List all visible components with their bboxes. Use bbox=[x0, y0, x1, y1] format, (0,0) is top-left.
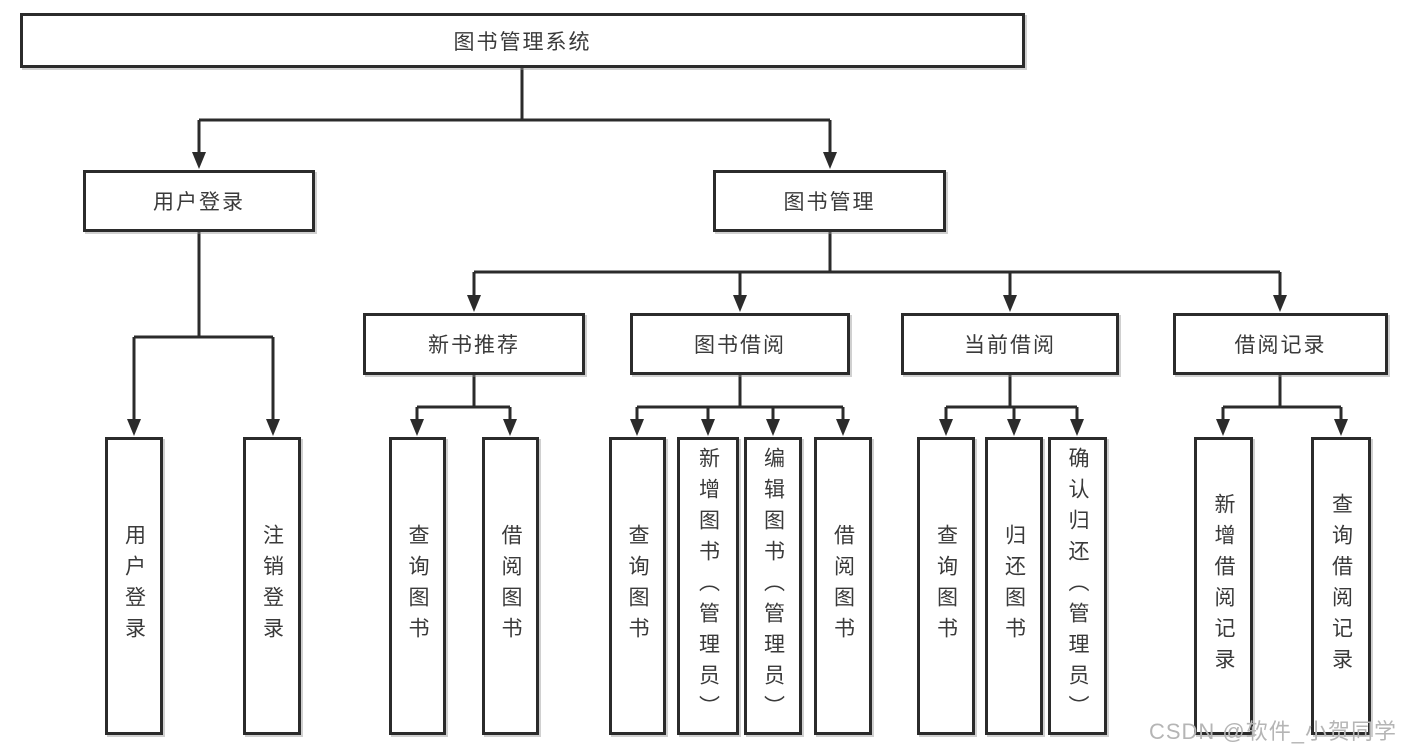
node-label: 借阅记录 bbox=[1234, 334, 1327, 357]
node-borrow-records: 借阅记录 bbox=[1173, 313, 1388, 375]
watermark-text: CSDN @软件_小贺同学 bbox=[1148, 719, 1397, 744]
leaf-label: 查询图书 bbox=[626, 524, 649, 648]
leaf-query-books-recommend: 查询图书 bbox=[389, 437, 446, 735]
leaf-label: 新增图书（管理员） bbox=[696, 446, 720, 726]
leaf-label: 查询图书 bbox=[406, 524, 429, 648]
node-book-borrow: 图书借阅 bbox=[630, 313, 850, 375]
node-book-management: 图书管理 bbox=[713, 170, 946, 232]
node-label: 用户登录 bbox=[153, 191, 245, 214]
leaf-label: 编辑图书（管理员） bbox=[761, 446, 785, 726]
node-label: 新书推荐 bbox=[428, 334, 520, 357]
leaf-label: 确认归还（管理员） bbox=[1066, 446, 1089, 726]
leaf-edit-book-admin: 编辑图书（管理员） bbox=[744, 437, 802, 735]
leaf-label: 查询图书 bbox=[934, 524, 958, 648]
leaf-label: 查询借阅记录 bbox=[1329, 493, 1353, 679]
node-current-borrow: 当前借阅 bbox=[901, 313, 1119, 375]
node-user-login-branch: 用户登录 bbox=[83, 170, 315, 232]
leaf-add-borrow-record: 新增借阅记录 bbox=[1194, 437, 1253, 735]
arrowheads bbox=[127, 152, 1348, 436]
leaf-query-books-current: 查询图书 bbox=[917, 437, 975, 735]
leaf-query-books-borrow: 查询图书 bbox=[609, 437, 666, 735]
leaf-borrow-books: 借阅图书 bbox=[814, 437, 872, 735]
leaf-borrow-books-recommend: 借阅图书 bbox=[482, 437, 539, 735]
leaf-label: 归还图书 bbox=[1002, 524, 1026, 648]
node-label: 图书管理 bbox=[783, 191, 876, 214]
connector-path bbox=[132, 68, 1343, 423]
leaf-label: 新增借阅记录 bbox=[1212, 493, 1235, 679]
node-new-book-recommend: 新书推荐 bbox=[363, 313, 585, 375]
node-book-management-system: 图书管理系统 bbox=[20, 13, 1025, 68]
leaf-label: 注销登录 bbox=[260, 524, 284, 648]
leaf-label: 借阅图书 bbox=[831, 524, 855, 648]
leaf-add-book-admin: 新增图书（管理员） bbox=[677, 437, 739, 735]
leaf-logout: 注销登录 bbox=[243, 437, 301, 735]
leaf-label: 借阅图书 bbox=[499, 524, 522, 648]
leaf-label: 用户登录 bbox=[122, 524, 146, 648]
node-label: 图书管理系统 bbox=[453, 30, 592, 54]
node-label: 图书借阅 bbox=[694, 334, 786, 357]
leaf-user-login: 用户登录 bbox=[105, 437, 163, 735]
leaf-return-book: 归还图书 bbox=[985, 437, 1043, 735]
leaf-query-borrow-record: 查询借阅记录 bbox=[1311, 437, 1371, 735]
leaf-confirm-return-admin: 确认归还（管理员） bbox=[1048, 437, 1107, 735]
node-label: 当前借阅 bbox=[964, 334, 1056, 357]
